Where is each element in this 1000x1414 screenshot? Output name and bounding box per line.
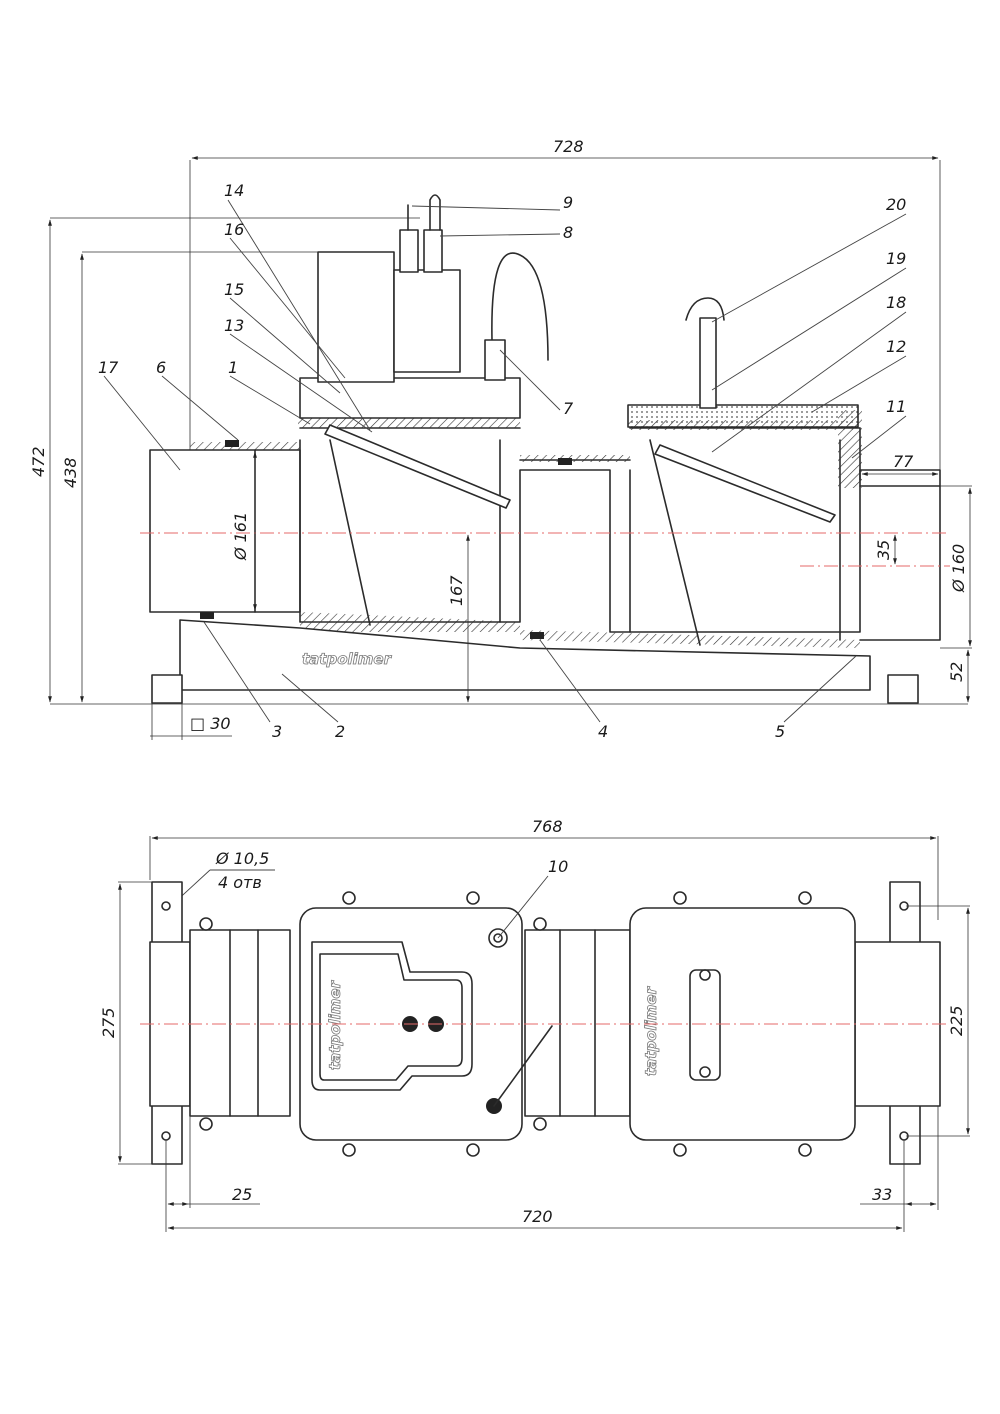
callout-15-label: 20 <box>886 195 906 214</box>
callout-11-label: 11 <box>886 397 906 416</box>
foot-right <box>887 674 919 704</box>
dim-167: 167 <box>447 575 466 606</box>
logo-top-1: tatpolimer <box>326 979 344 1070</box>
dim-foot-size: □ 30 <box>190 714 231 733</box>
logo-side: tatpolimer <box>302 650 393 668</box>
logo-top-2: tatpolimer <box>642 985 660 1076</box>
dim-472: 472 <box>29 446 48 477</box>
top-view: 768 Ø 10,5 4 отв <box>99 817 970 1232</box>
connector-8 <box>399 229 419 273</box>
callout-14-label: 19 <box>886 249 906 268</box>
callout-4: 15 <box>224 280 244 299</box>
dim-hole-diameter: Ø 10,5 <box>215 849 269 868</box>
dim-35: 35 <box>874 540 893 560</box>
dim-275: 275 <box>99 1007 118 1038</box>
actuator-3 <box>317 251 395 383</box>
callout-1: 1 <box>228 358 238 377</box>
callout-leaders <box>103 199 907 723</box>
callout-12-label: 12 <box>886 337 906 356</box>
dim-225: 225 <box>947 1005 966 1036</box>
callout-10: 10 <box>548 857 568 876</box>
dim-77: 77 <box>893 452 914 471</box>
dim-52: 52 <box>947 662 966 682</box>
flap-2 <box>324 424 511 509</box>
lid-12 <box>628 405 858 427</box>
dim-inlet-diameter: Ø 161 <box>231 512 250 561</box>
dim-outlet-diameter: Ø 160 <box>949 544 968 593</box>
dim-hole-count: 4 отв <box>218 873 262 892</box>
inlet-sleeve-16 <box>149 449 301 613</box>
callout-7: 7 <box>563 399 574 418</box>
callout-18: 3 <box>272 722 282 741</box>
lid-4 <box>299 377 521 419</box>
dim-720: 720 <box>522 1207 553 1226</box>
cable-7 <box>491 252 549 361</box>
foot-left <box>151 674 183 704</box>
callout-9: 9 <box>563 193 573 212</box>
callout-5: 16 <box>224 220 244 239</box>
connector-10 <box>488 928 508 948</box>
flap-13 <box>654 444 836 523</box>
dim-438: 438 <box>61 457 80 488</box>
dim-768: 768 <box>532 817 563 836</box>
bolts <box>199 891 812 1157</box>
callout-17: 2 <box>335 722 345 741</box>
side-view: 728 472 438 <box>29 137 972 741</box>
callout-20: 5 <box>775 722 785 741</box>
dim-728: 728 <box>553 137 584 156</box>
callout-19: 4 <box>598 722 608 741</box>
callout-13-label: 18 <box>886 293 906 312</box>
callout-16: 17 <box>98 358 119 377</box>
sensor-14 <box>699 317 717 409</box>
callout-6: 6 <box>156 358 166 377</box>
callout-8: 8 <box>563 223 573 242</box>
dim-25: 25 <box>232 1185 252 1204</box>
dim-33: 33 <box>872 1185 892 1204</box>
callout-2: 13 <box>224 316 244 335</box>
callout-3: 14 <box>224 181 244 200</box>
